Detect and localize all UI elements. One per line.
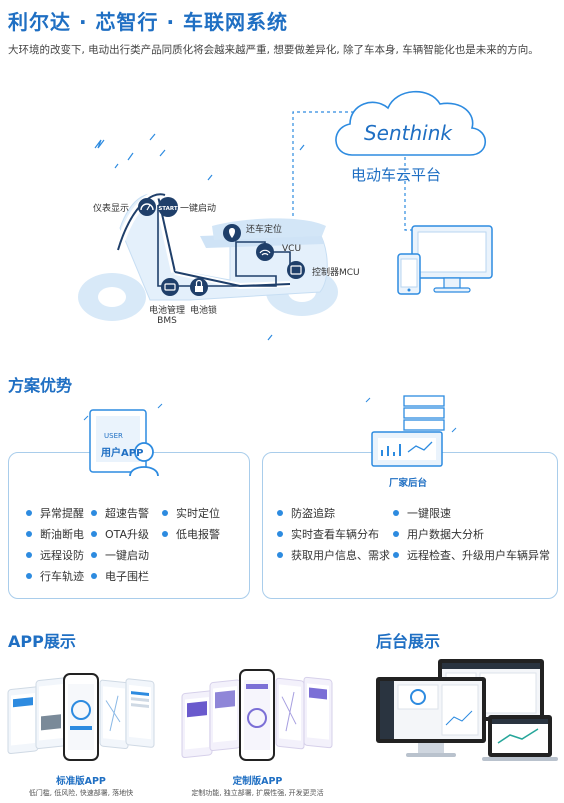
feature-item: 防盗追踪: [277, 502, 390, 523]
senthink-logo: Senthink: [364, 121, 453, 145]
label-vcu: VCU: [282, 244, 302, 254]
label-return-location: 还车定位: [246, 225, 283, 235]
mobile-phone-icon: [397, 253, 421, 295]
feature-item: 断油断电: [26, 523, 84, 544]
dashboard-icon: [138, 198, 156, 216]
bullet-dot-icon: [91, 530, 97, 537]
battery-lock-icon: [190, 278, 208, 296]
label-controller-mcu: 控制器MCU: [312, 268, 360, 278]
label-bms: 电池管理 BMS: [146, 303, 188, 326]
custom-app-subtitle: 定制功能, 独立部署, 扩展性强, 开发更灵活: [191, 789, 324, 797]
feature-item: 实时查看车辆分布: [277, 523, 390, 544]
server-dashboard-icon: [365, 395, 457, 467]
cloud-platform-icon: [335, 90, 487, 156]
backend-showcase-title: 后台展示: [376, 632, 441, 651]
user-features-col3: 实时定位 低电报警: [162, 502, 220, 544]
standard-app-screenshots: [7, 673, 155, 761]
feature-item: OTA升级: [91, 523, 149, 544]
vcu-icon: [256, 243, 274, 261]
custom-app-screenshots: [181, 669, 333, 761]
vendor-features-col2: 一键限速 用户数据大分析 远程检查、升级用户车辆异常: [393, 502, 550, 565]
feature-item: 用户数据大分析: [393, 523, 550, 544]
feature-item: 一键启动: [91, 544, 149, 565]
label-battery-lock: 电池锁: [190, 306, 218, 316]
feature-item: 异常提醒: [26, 502, 84, 523]
standard-app-title: 标准版APP: [56, 776, 106, 787]
bullet-dot-icon: [91, 551, 97, 558]
bullet-dot-icon: [277, 551, 283, 558]
feature-item: 远程检查、升级用户车辆异常: [393, 544, 550, 565]
bullet-dot-icon: [277, 509, 283, 516]
feature-item: 获取用户信息、需求: [277, 544, 390, 565]
bullet-dot-icon: [26, 551, 32, 558]
standard-app-subtitle: 低门槛, 低风险, 快速部署, 落地快: [28, 789, 134, 797]
cloud-platform-caption: 电动车云平台: [351, 166, 442, 184]
scooter-illustration: [78, 190, 338, 321]
controller-mcu-icon: [287, 261, 305, 279]
e-bike-connectivity-diagram: START Senthink: [78, 90, 493, 341]
bullet-dot-icon: [26, 530, 32, 537]
feature-item: 超速告警: [91, 502, 149, 523]
start-badge-text: START: [158, 206, 178, 212]
bullet-dot-icon: [26, 509, 32, 516]
feature-item: 低电报警: [162, 523, 220, 544]
label-bms-line2: BMS: [157, 316, 177, 326]
intro-text: 大环境的改变下, 电动出行类产品同质化将会越来越严重, 想要做差异化, 除了车本…: [8, 44, 539, 56]
bullet-dot-icon: [91, 509, 97, 516]
start-button-icon: START: [158, 197, 178, 217]
backend-dashboard-screenshots: [376, 659, 558, 761]
bullet-dot-icon: [277, 530, 283, 537]
sparkle-icon: [94, 133, 305, 341]
user-features-col1: 异常提醒 断油断电 远程设防 行车轨迹: [26, 502, 84, 586]
location-pin-icon: [223, 224, 241, 242]
user-badge-text: USER: [104, 432, 123, 440]
user-app-icon: [83, 403, 163, 477]
vendor-card-title: 厂家后台: [389, 478, 428, 489]
feature-item: 实时定位: [162, 502, 220, 523]
label-one-key-start: 一键启动: [180, 204, 217, 214]
bullet-dot-icon: [162, 530, 168, 537]
custom-app-title: 定制版APP: [232, 776, 283, 787]
bullet-dot-icon: [393, 551, 399, 558]
advantages-title: 方案优势: [8, 376, 73, 395]
feature-item: 行车轨迹: [26, 565, 84, 586]
vendor-features-col1: 防盗追踪 实时查看车辆分布 获取用户信息、需求: [277, 502, 390, 565]
bullet-dot-icon: [393, 530, 399, 537]
feature-item: 远程设防: [26, 544, 84, 565]
bullet-dot-icon: [162, 509, 168, 516]
label-bms-line1: 电池管理: [148, 306, 185, 316]
page-title: 利尔达 · 芯智行 · 车联网系统: [8, 10, 289, 34]
bullet-dot-icon: [393, 509, 399, 516]
desktop-monitor-icon: [411, 225, 493, 293]
label-dashboard: 仪表显示: [93, 204, 130, 214]
feature-item: 一键限速: [393, 502, 550, 523]
vendor-backend-card: [262, 452, 558, 599]
user-features-col2: 超速告警 OTA升级 一键启动 电子围栏: [91, 502, 149, 586]
feature-item: 电子围栏: [91, 565, 149, 586]
user-card-title: 用户APP: [101, 448, 144, 459]
battery-bms-icon: [161, 278, 179, 296]
bullet-dot-icon: [91, 572, 97, 579]
user-app-card: [8, 452, 250, 599]
app-showcase-title: APP展示: [8, 632, 76, 651]
bullet-dot-icon: [26, 572, 32, 579]
